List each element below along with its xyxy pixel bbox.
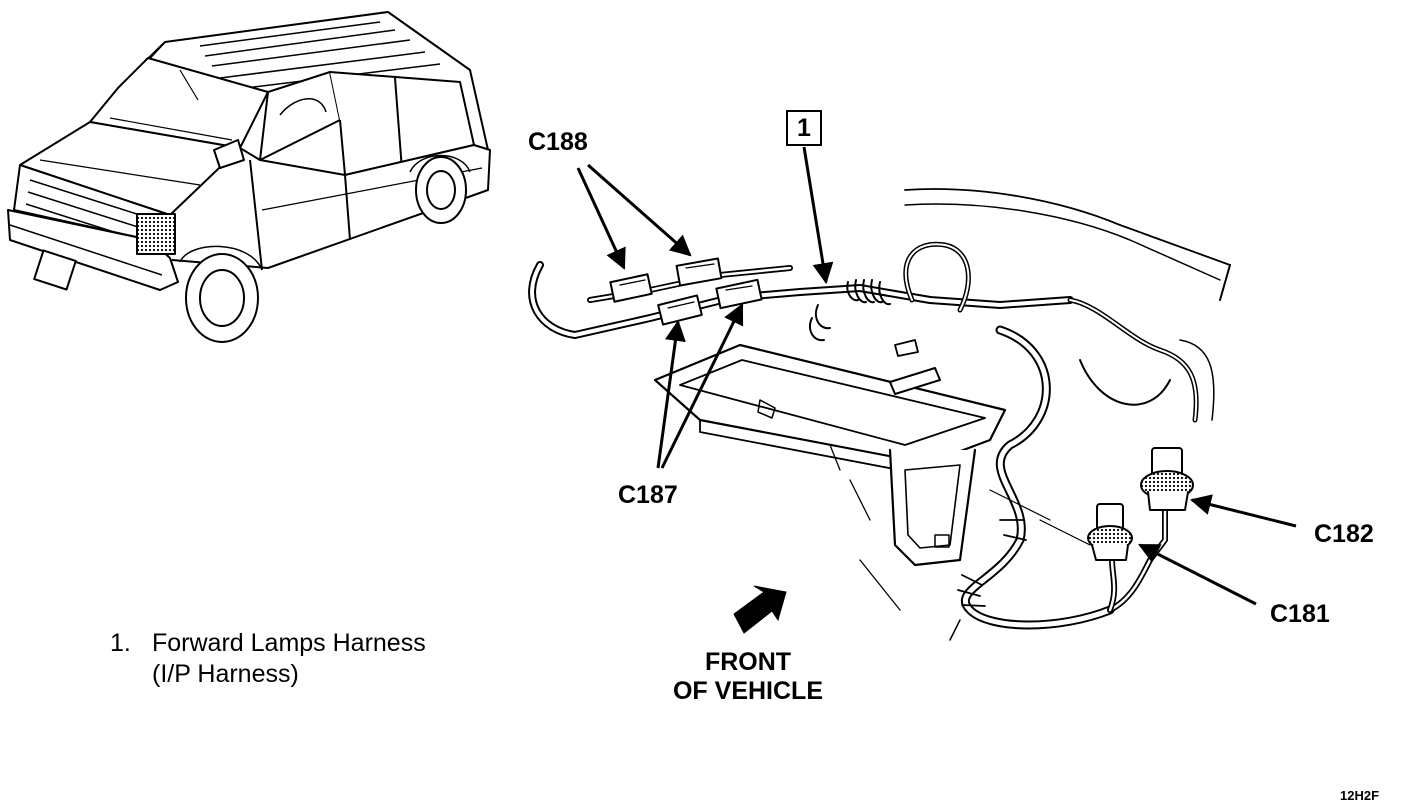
- front-line-2: OF VEHICLE: [672, 677, 823, 705]
- legend-line-1: Forward Lamps Harness: [152, 629, 426, 657]
- legend: 1. Forward Lamps Harness (I/P Harness): [110, 628, 426, 690]
- label-c187: C187: [618, 481, 678, 509]
- c188-arrow-right: [587, 163, 692, 257]
- legend-item-1: 1. Forward Lamps Harness: [110, 628, 426, 659]
- label-c182: C182: [1314, 520, 1374, 548]
- figure-code: 12H2F: [1340, 788, 1380, 803]
- legend-number: 1.: [110, 629, 131, 657]
- callout-1-box: 1: [786, 110, 822, 146]
- label-c188: C188: [528, 128, 588, 156]
- front-line-1: FRONT: [704, 648, 792, 676]
- van-illustration: [7, 11, 491, 343]
- front-direction-arrow: [733, 585, 787, 634]
- legend-line-2: (I/P Harness): [152, 660, 299, 688]
- front-of-vehicle-label: FRONT OF VEHICLE: [662, 648, 834, 706]
- label-c181: C181: [1270, 600, 1330, 628]
- leader-arrows: [576, 146, 1297, 606]
- c182-arrow: [1189, 494, 1297, 528]
- c187-arrow-right: [660, 303, 744, 469]
- c188-arrow-left: [576, 167, 626, 270]
- harness-illustration: [528, 188, 1231, 641]
- c187-arrow-left: [656, 319, 686, 469]
- callout-1-arrow: [802, 146, 834, 285]
- c181-arrow: [1138, 543, 1257, 606]
